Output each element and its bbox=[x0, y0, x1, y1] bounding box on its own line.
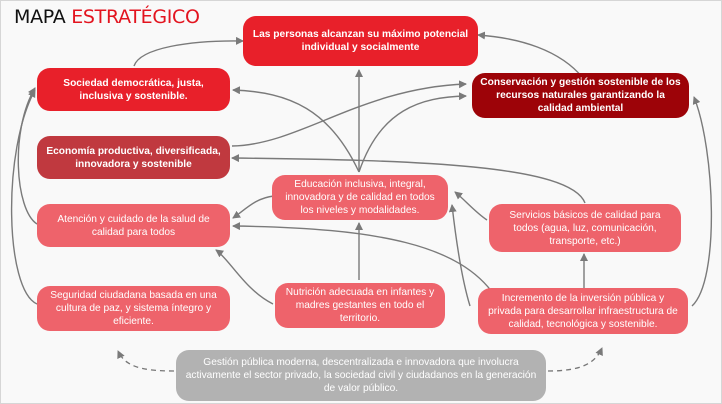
arrow-servicios-to-educacion bbox=[454, 191, 488, 221]
arrow-nutricion-to-salud bbox=[215, 249, 274, 305]
node-servicios-label: Servicios básicos de calidad para todos … bbox=[509, 209, 661, 247]
node-conservacion: Conservación y gestión sostenible de los… bbox=[472, 73, 689, 118]
node-conservacion-label: Conservación y gestión sostenible de los… bbox=[480, 77, 681, 114]
title-part-2: ESTRATÉGICO bbox=[71, 6, 200, 28]
node-educacion-label: Educación inclusiva, integral, innovador… bbox=[285, 179, 435, 216]
node-personas: Las personas alcanzan su máximo potencia… bbox=[243, 16, 478, 66]
arrow-inversion-to-conservacion bbox=[691, 96, 713, 307]
arrow-seguridad-to-sociedad bbox=[10, 89, 38, 305]
node-sociedad: Sociedad democrática, justa, inclusiva y… bbox=[37, 68, 230, 111]
node-personas-label: Las personas alcanzan su máximo potencia… bbox=[252, 29, 469, 53]
node-nutricion-label: Nutrición adecuada en infantes y madres … bbox=[285, 287, 435, 324]
node-nutricion: Nutrición adecuada en infantes y madres … bbox=[275, 283, 445, 328]
node-gestion: Gestión pública moderna, descentralizada… bbox=[176, 350, 546, 401]
node-seguridad-label: Seguridad ciudadana basada en una cultur… bbox=[50, 290, 217, 327]
node-gestion-label: Gestión pública moderna, descentralizada… bbox=[185, 357, 537, 394]
node-inversion-label: Incremento de la inversión pública y pri… bbox=[488, 292, 678, 330]
arrow-servicios-to-economia bbox=[231, 154, 586, 204]
dashed-arrow-gestion-left bbox=[117, 350, 175, 372]
page-title: MAPA ESTRATÉGICO bbox=[14, 6, 200, 28]
arrow-educacion-to-salud bbox=[232, 195, 275, 219]
arrow-inversion-to-salud bbox=[232, 222, 496, 297]
node-economia-label: Economía productiva, diversificada, inno… bbox=[46, 145, 221, 170]
dashed-arrow-gestion-right bbox=[547, 347, 603, 372]
node-sociedad-label: Sociedad democrática, justa, inclusiva y… bbox=[63, 77, 204, 102]
arrow-salud-to-sociedad bbox=[17, 87, 38, 225]
node-educacion: Educación inclusiva, integral, innovador… bbox=[272, 175, 448, 220]
arrow-inversion-to-educacion bbox=[448, 204, 471, 307]
node-economia: Economía productiva, diversificada, inno… bbox=[37, 136, 230, 179]
title-part-1: MAPA bbox=[14, 6, 66, 28]
node-seguridad: Seguridad ciudadana basada en una cultur… bbox=[37, 286, 230, 331]
node-salud-label: Atención y cuidado de la salud de calida… bbox=[57, 213, 210, 238]
node-servicios: Servicios básicos de calidad para todos … bbox=[489, 204, 681, 252]
arrow-educacion-to-conservacion bbox=[358, 92, 467, 173]
arrow-sociedad-to-personas bbox=[133, 36, 244, 67]
arrow-conservacion-to-personas bbox=[477, 31, 584, 79]
node-salud: Atención y cuidado de la salud de calida… bbox=[37, 204, 230, 247]
arrow-educacion-to-sociedad bbox=[232, 86, 360, 173]
node-inversion: Incremento de la inversión pública y pri… bbox=[478, 288, 688, 334]
arrow-economia-to-conservacion bbox=[231, 80, 467, 147]
